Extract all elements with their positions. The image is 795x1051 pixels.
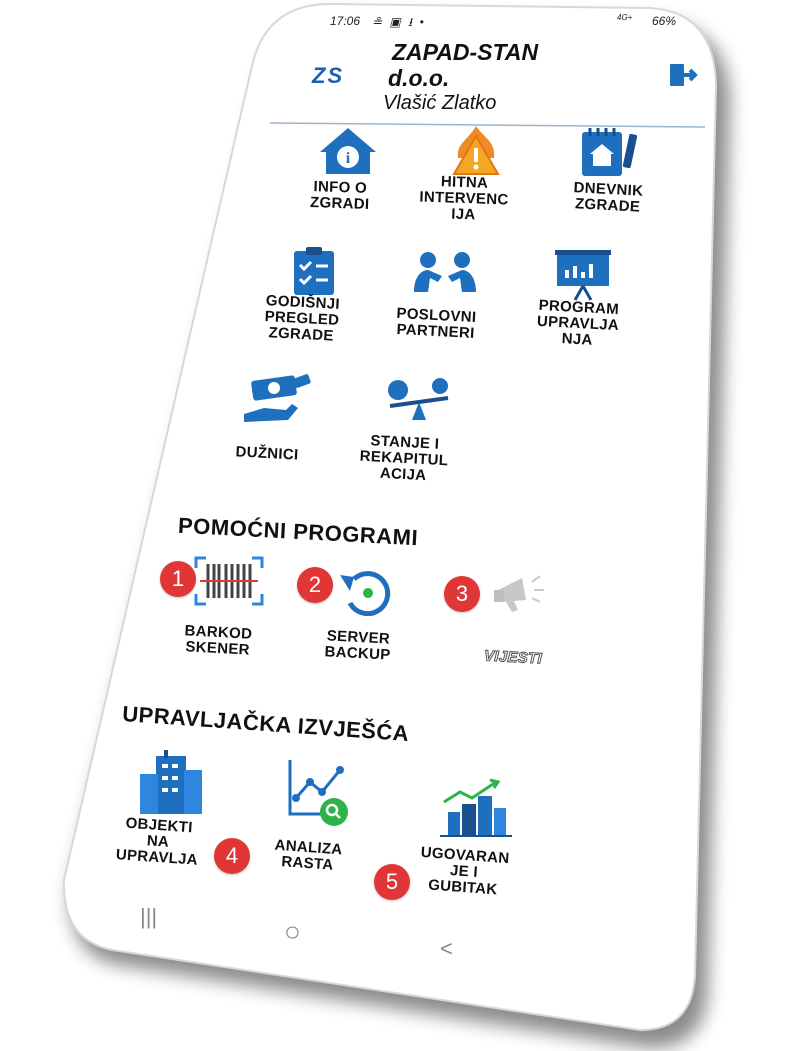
house-info-icon[interactable]: i <box>318 126 378 176</box>
user-name: Vlašić Zlatko <box>383 92 497 114</box>
logout-icon[interactable] <box>668 62 700 90</box>
badge-5: 5 <box>374 864 410 900</box>
menu-urgent-intervention[interactable]: HITNA INTERVENC IJA <box>419 173 509 223</box>
handshake-partners-icon[interactable] <box>410 250 480 294</box>
app-logo: ZS <box>312 63 345 88</box>
report-contracting-loss[interactable]: UGOVARAN JE I GUBITAK <box>420 843 511 898</box>
company-name: ZAPAD-STAN <box>392 39 539 65</box>
badge-3: 3 <box>444 576 480 612</box>
menu-balance-recap[interactable]: STANJE I REKAPITUL ACIJA <box>359 432 449 484</box>
menu-annual-inspection[interactable]: GODIŠNJI PREGLED ZGRADE <box>264 292 341 345</box>
balance-scale-icon[interactable] <box>384 378 454 424</box>
status-battery: 66% <box>652 14 677 28</box>
menu-building-diary[interactable]: DNEVNIK ZGRADE <box>573 179 644 216</box>
presentation-board-icon[interactable] <box>555 248 615 302</box>
nav-back-button[interactable]: < <box>440 936 453 961</box>
nav-recent-apps-button[interactable]: ||| <box>140 904 158 929</box>
menu-info-building[interactable]: INFO O ZGRADI <box>309 178 370 213</box>
svg-text:i: i <box>346 150 351 167</box>
server-backup-icon[interactable] <box>336 567 400 617</box>
growth-analysis-icon[interactable] <box>286 758 358 828</box>
buildings-icon[interactable] <box>136 748 206 814</box>
fire-warning-icon[interactable] <box>448 124 504 176</box>
badge-2: 2 <box>297 567 333 603</box>
company-suffix: d.o.o. <box>388 65 450 91</box>
building-diary-icon[interactable] <box>578 126 640 178</box>
menu-management-program[interactable]: PROGRAM UPRAVLJA NJA <box>536 296 620 349</box>
checklist-icon[interactable] <box>290 245 338 297</box>
money-hand-debtors-icon[interactable] <box>240 374 314 424</box>
aux-barcode-scanner[interactable]: BARKOD SKENER <box>184 622 253 659</box>
badge-4: 4 <box>214 838 250 874</box>
report-managed-objects[interactable]: OBJEKTI NA UPRAVLJA <box>115 814 199 869</box>
megaphone-news-icon[interactable] <box>492 570 550 616</box>
barcode-scanner-icon[interactable] <box>194 556 264 606</box>
status-network: 4G+ <box>617 13 633 22</box>
badge-1: 1 <box>160 561 196 597</box>
menu-business-partners[interactable]: POSLOVNI PARTNERI <box>396 304 477 342</box>
status-time: 17:06 <box>330 14 361 28</box>
aux-server-backup[interactable]: SERVER BACKUP <box>324 627 391 664</box>
status-left-icons: ≗ ▣ ⭳ • <box>372 15 426 29</box>
city-growth-icon[interactable] <box>436 778 516 838</box>
nav-home-button[interactable]: ○ <box>284 916 301 947</box>
